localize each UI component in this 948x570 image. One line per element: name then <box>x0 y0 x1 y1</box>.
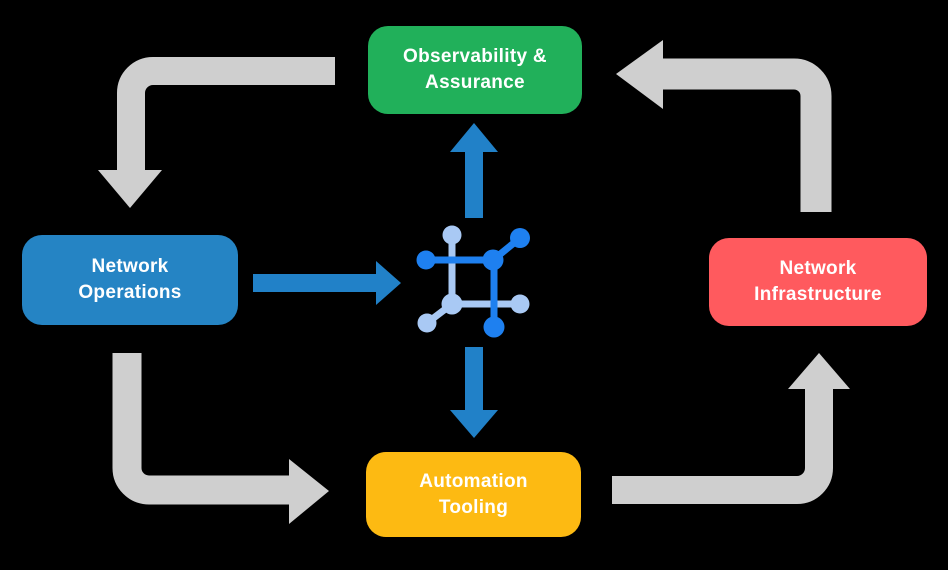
arrow-operations-to-hub <box>253 261 401 305</box>
node-label: Observability & Assurance <box>403 44 547 96</box>
mesh-secondary-strands <box>417 225 530 333</box>
node-label-line: Network <box>91 256 169 277</box>
node-network-operations: Network Operations <box>22 235 238 325</box>
node-label-line: Tooling <box>438 496 509 518</box>
mesh-primary-strands <box>416 228 530 338</box>
network-mesh-icon <box>416 225 530 338</box>
flow-arrow-automation-to-infrastructure <box>612 353 850 504</box>
node-label-line: Network <box>779 258 857 279</box>
flow-arrow-observability-to-operations <box>98 57 335 208</box>
node-label: Network Operations <box>78 254 181 306</box>
flow-arrow-operations-to-automation <box>112 353 329 524</box>
node-label-line: Automation <box>419 470 528 492</box>
node-label-line: Assurance <box>425 72 525 93</box>
node-label: Automation Tooling <box>419 469 528 521</box>
node-automation-tooling: Automation Tooling <box>366 452 581 537</box>
arrow-hub-to-observability <box>450 123 498 218</box>
node-label: Network Infrastructure <box>754 256 882 308</box>
node-label-line: Infrastructure <box>754 284 882 305</box>
node-label-line: Observability & <box>403 46 547 67</box>
node-label-line: Operations <box>78 282 182 303</box>
arrow-hub-to-automation <box>450 347 498 438</box>
flow-arrow-infrastructure-to-observability <box>616 40 832 212</box>
node-observability-assurance: Observability & Assurance <box>368 26 582 114</box>
node-network-infrastructure: Network Infrastructure <box>709 238 927 326</box>
